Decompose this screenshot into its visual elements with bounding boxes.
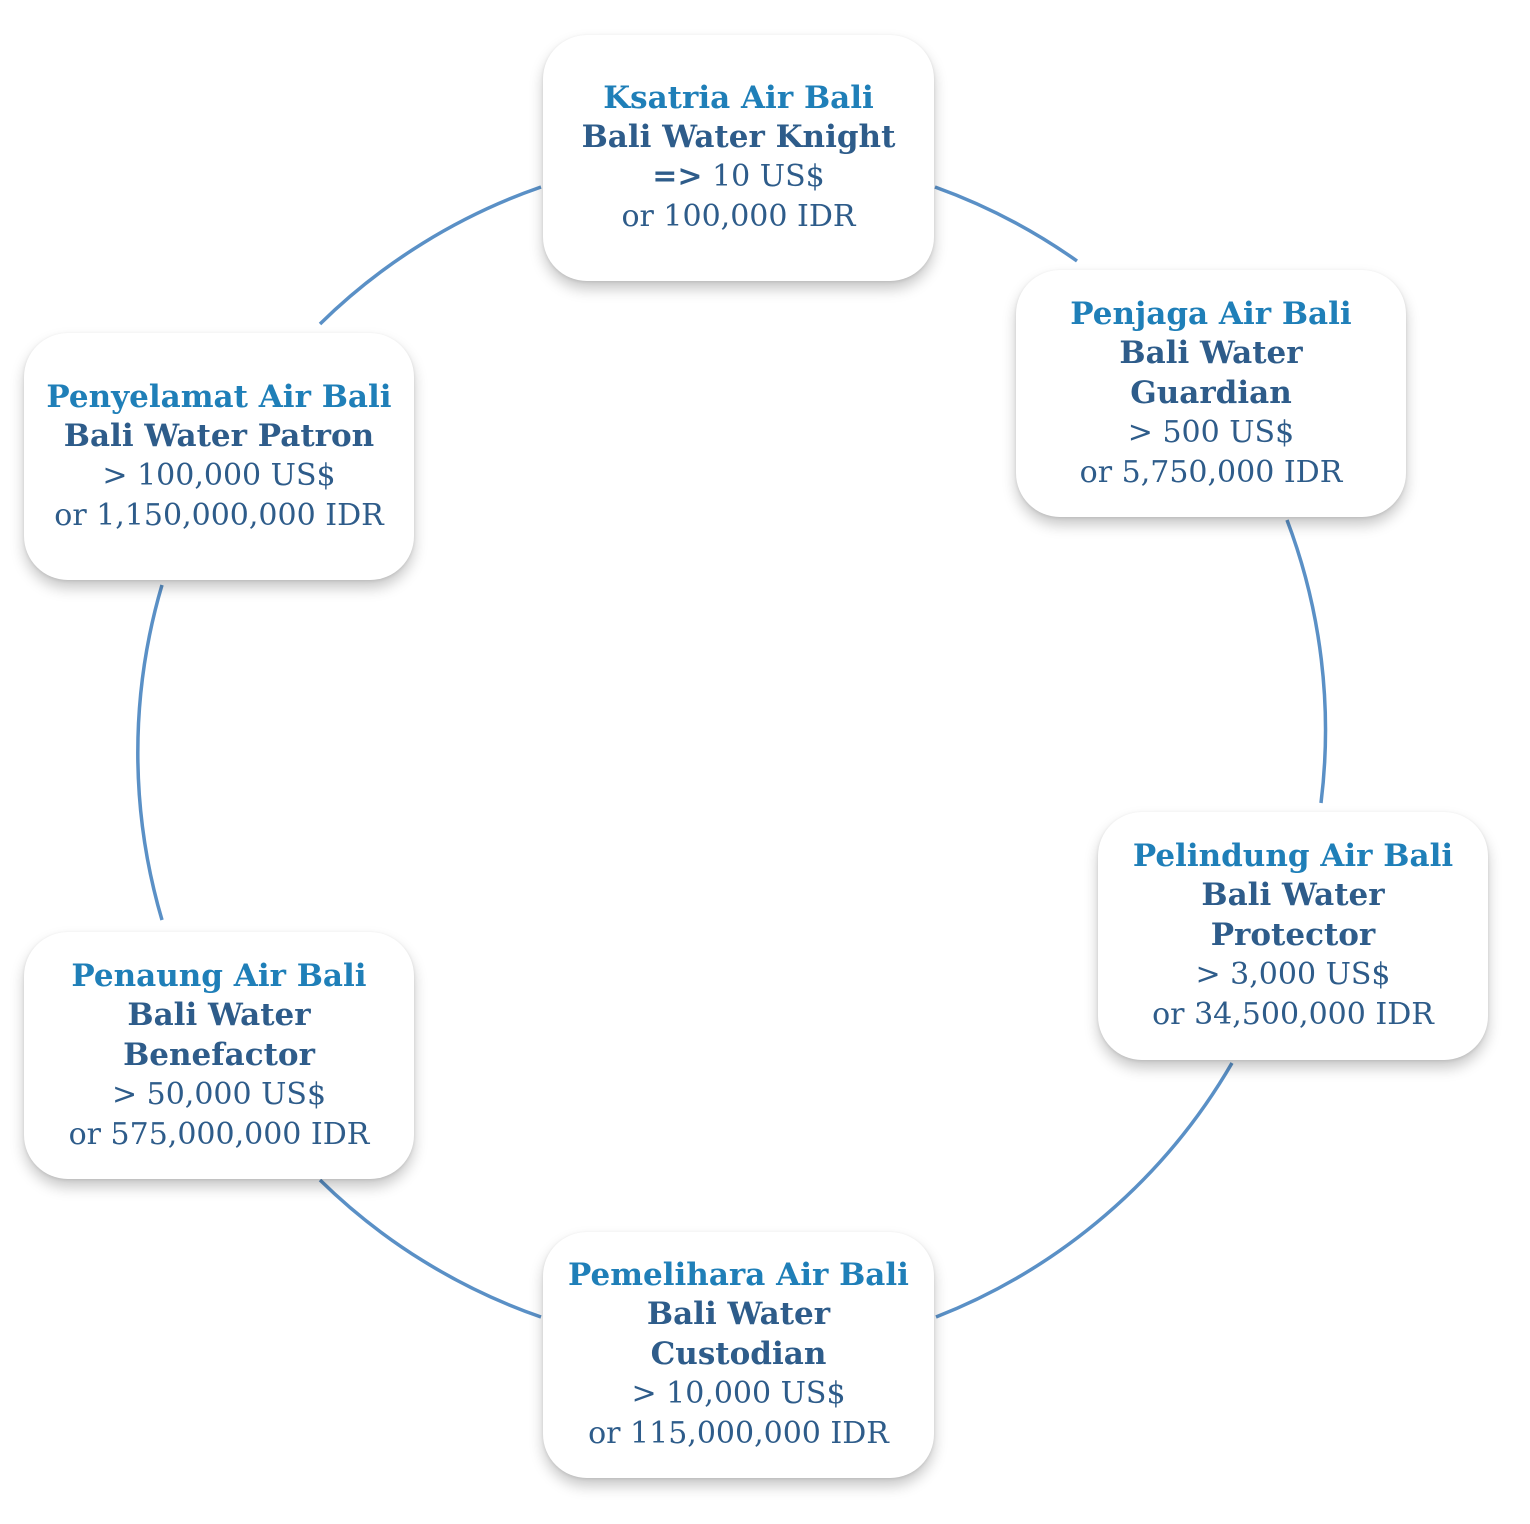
tier-title: Penyelamat Air Bali (46, 378, 392, 415)
tier-name: Bali Water Patron (63, 417, 375, 454)
connector-benefactor-patron (136, 584, 164, 921)
tier-idr: or 115,000,000 IDR (588, 1416, 889, 1451)
tier-usd: > 10,000 US$ (631, 1374, 845, 1414)
tier-name: Bali Water Knight (581, 119, 896, 155)
tier-title: Penaung Air Bali (71, 957, 367, 994)
tier-name: Bali Water Protector (1201, 877, 1385, 953)
connector-protector-custodian (935, 1062, 1234, 1319)
tier-idr: or 100,000 IDR (621, 199, 856, 234)
tier-usd-operator: > (111, 1076, 138, 1112)
tier-card-patron: Penyelamat Air Bali Bali Water Patron > … (24, 333, 414, 580)
tier-usd-operator: => (652, 159, 703, 194)
tier-usd-operator: > (1195, 957, 1221, 992)
tier-usd: > 500 US$ (1128, 413, 1294, 453)
tier-idr: or 5,750,000 IDR (1079, 454, 1343, 490)
tier-idr: or 34,500,000 IDR (1152, 997, 1434, 1032)
connector-custodian-benefactor (318, 1178, 542, 1319)
tier-usd-operator: > (631, 1376, 657, 1411)
tier-card-guardian: Penjaga Air Bali Bali Water Guardian > 5… (1016, 270, 1406, 517)
tier-usd-amount: 500 US$ (1152, 414, 1295, 450)
tier-title: Pemelihara Air Bali (568, 1257, 909, 1293)
tier-usd: > 100,000 US$ (102, 456, 335, 496)
tier-card-knight: Ksatria Air Bali Bali Water Knight => 10… (543, 35, 934, 281)
tier-name: Bali Water Guardian (1119, 334, 1303, 411)
connector-knight-guardian (934, 185, 1079, 263)
tier-usd: > 50,000 US$ (112, 1075, 326, 1115)
connector-patron-knight (318, 185, 542, 326)
tier-card-custodian: Pemelihara Air Bali Bali Water Custodian… (543, 1232, 934, 1478)
tier-idr: or 575,000,000 IDR (68, 1116, 370, 1152)
tier-usd-operator: > (102, 457, 128, 493)
tier-title: Pelindung Air Bali (1132, 838, 1454, 874)
tier-title: Ksatria Air Bali (603, 80, 874, 116)
tier-card-benefactor: Penaung Air Bali Bali Water Benefactor >… (24, 932, 414, 1179)
tier-name: Bali Water Benefactor (123, 996, 315, 1073)
tier-name: Bali Water Custodian (646, 1296, 831, 1372)
tier-usd-amount: 50,000 US$ (137, 1076, 327, 1112)
tier-usd-operator: > (1127, 414, 1153, 450)
tier-usd-amount: 10,000 US$ (656, 1376, 846, 1411)
tier-title: Penjaga Air Bali (1070, 295, 1352, 332)
tier-card-protector: Pelindung Air Bali Bali Water Protector … (1098, 812, 1488, 1060)
tier-usd-amount: 10 US$ (702, 159, 825, 194)
tier-usd-amount: 100,000 US$ (127, 457, 336, 493)
tier-usd: => 10 US$ (652, 157, 824, 197)
tier-usd-amount: 3,000 US$ (1220, 957, 1391, 992)
connector-guardian-protector (1285, 519, 1328, 804)
tier-idr: or 1,150,000,000 IDR (54, 497, 384, 533)
tier-usd: > 3,000 US$ (1195, 955, 1390, 995)
